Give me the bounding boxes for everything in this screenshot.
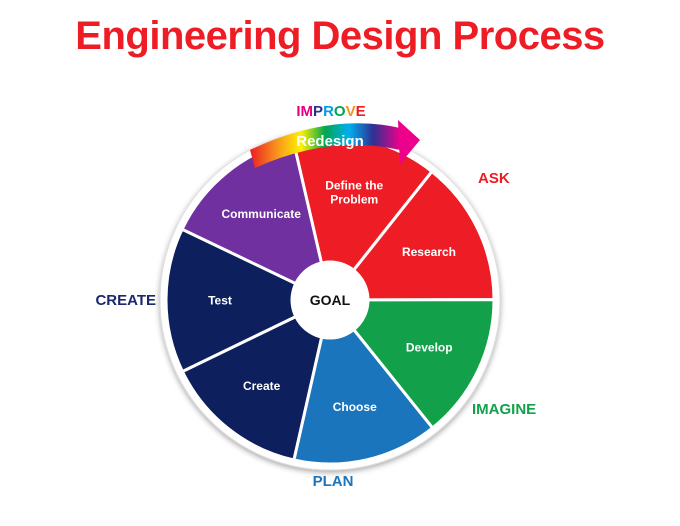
redesign-arrow-head <box>398 120 420 164</box>
page-title: Engineering Design Process <box>75 14 605 58</box>
segment-label-research: Research <box>402 245 456 259</box>
segment-label-line: Choose <box>333 400 377 414</box>
improve-letter: I <box>296 103 300 120</box>
improve-letter: P <box>313 103 323 120</box>
goal-label: GOAL <box>310 292 351 308</box>
segment-label-create: Create <box>243 379 281 393</box>
phase-plan: PLAN <box>313 473 354 490</box>
segment-label-test: Test <box>208 293 232 307</box>
improve-letter: M <box>301 103 314 120</box>
redesign-arrow: Redesign <box>250 120 420 168</box>
phase-imagine: IMAGINE <box>472 401 536 418</box>
phase-improve: IMPROVE <box>296 103 365 120</box>
segment-research <box>326 169 496 302</box>
segment-label-line: Develop <box>406 340 453 354</box>
segment-label-line: Test <box>208 293 232 307</box>
segment-label-line: Define the <box>325 179 383 193</box>
segment-label-line: Communicate <box>222 207 302 221</box>
segment-develop <box>326 298 496 431</box>
goal-hub <box>290 260 370 340</box>
improve-letter: V <box>346 103 356 120</box>
segment-label-communicate: Communicate <box>222 207 302 221</box>
improve-letter: O <box>334 103 346 120</box>
segment-label-develop: Develop <box>406 340 453 354</box>
wheel-segments <box>164 134 496 466</box>
improve-letter: R <box>323 103 334 120</box>
segment-create <box>180 297 333 462</box>
segment-label-line: Create <box>243 379 281 393</box>
redesign-arrow-band <box>250 123 400 168</box>
phase-create: CREATE <box>95 292 156 309</box>
phase-ask: ASK <box>478 170 510 187</box>
segment-label-line: Research <box>402 245 456 259</box>
segment-choose <box>292 296 435 466</box>
redesign-label: Redesign <box>296 133 364 150</box>
improve-letter: E <box>356 103 366 120</box>
segment-test <box>164 227 334 374</box>
segment-label-choose: Choose <box>333 400 377 414</box>
segment-label-line: Problem <box>330 193 378 207</box>
